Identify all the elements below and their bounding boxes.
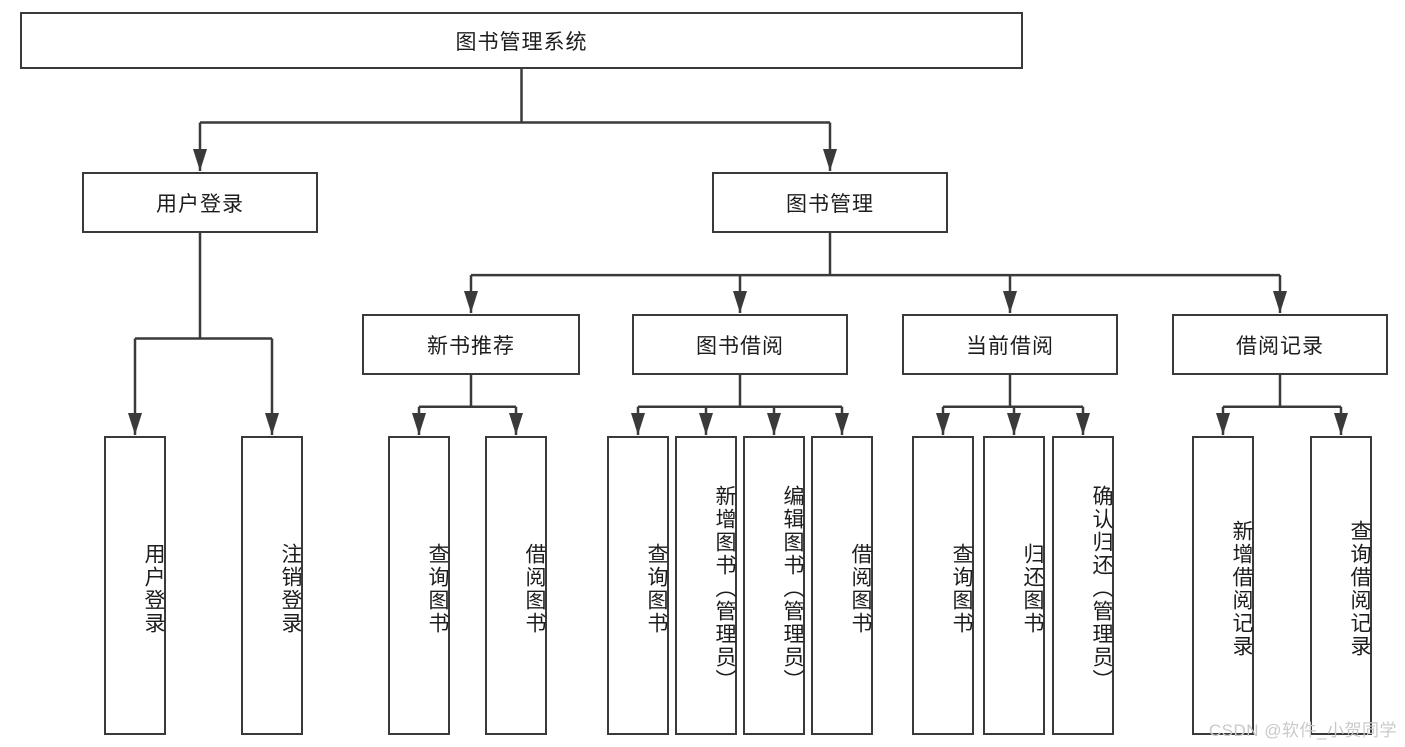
node-label: 借阅图书 <box>523 542 546 635</box>
node-borrow-record[interactable]: 借阅记录 <box>1172 314 1388 375</box>
node-label: 确认归还（管理员） <box>1090 485 1113 692</box>
node-book-management[interactable]: 图书管理 <box>712 172 948 233</box>
node-current-borrow[interactable]: 当前借阅 <box>902 314 1118 375</box>
node-label: 当前借阅 <box>966 334 1054 358</box>
node-label: 借阅图书 <box>849 542 872 635</box>
leaf-logout[interactable]: 注销登录 <box>241 436 303 735</box>
csdn-watermark: CSDN @软件_小贺同学 <box>1208 721 1397 740</box>
node-label: 注销登录 <box>279 542 302 635</box>
leaf-return-book[interactable]: 归还图书 <box>983 436 1045 735</box>
node-label: 图书借阅 <box>696 334 784 358</box>
leaf-query-book-current[interactable]: 查询图书 <box>912 436 974 735</box>
node-label: 用户登录 <box>142 542 165 635</box>
node-user-login[interactable]: 用户登录 <box>82 172 318 233</box>
leaf-query-book-recommend[interactable]: 查询图书 <box>388 436 450 735</box>
leaf-confirm-return-admin[interactable]: 确认归还（管理员） <box>1052 436 1114 735</box>
node-label: 图书管理 <box>786 192 874 216</box>
node-label: 新书推荐 <box>427 334 515 358</box>
node-label: 查询图书 <box>645 542 668 635</box>
leaf-edit-book-admin[interactable]: 编辑图书（管理员） <box>743 436 805 735</box>
leaf-query-borrow-record[interactable]: 查询借阅记录 <box>1310 436 1372 735</box>
leaf-borrow-book[interactable]: 借阅图书 <box>811 436 873 735</box>
node-label: 编辑图书（管理员） <box>781 485 804 692</box>
node-new-book-recommend[interactable]: 新书推荐 <box>362 314 580 375</box>
leaf-add-book-admin[interactable]: 新增图书（管理员） <box>675 436 737 735</box>
node-root[interactable]: 图书管理系统 <box>20 12 1023 69</box>
node-label: 新增借阅记录 <box>1230 519 1253 658</box>
node-label: 新增图书（管理员） <box>713 485 736 692</box>
leaf-add-borrow-record[interactable]: 新增借阅记录 <box>1192 436 1254 735</box>
node-label: 查询图书 <box>950 542 973 635</box>
node-label: 归还图书 <box>1021 542 1044 635</box>
node-label: 查询图书 <box>426 542 449 635</box>
leaf-user-login[interactable]: 用户登录 <box>104 436 166 735</box>
node-book-borrow[interactable]: 图书借阅 <box>632 314 848 375</box>
leaf-borrow-book-recommend[interactable]: 借阅图书 <box>485 436 547 735</box>
node-label: 用户登录 <box>156 192 244 216</box>
leaf-query-book-borrow[interactable]: 查询图书 <box>607 436 669 735</box>
node-label: 查询借阅记录 <box>1348 519 1371 658</box>
node-label: 借阅记录 <box>1236 334 1324 358</box>
node-label: 图书管理系统 <box>455 30 588 54</box>
